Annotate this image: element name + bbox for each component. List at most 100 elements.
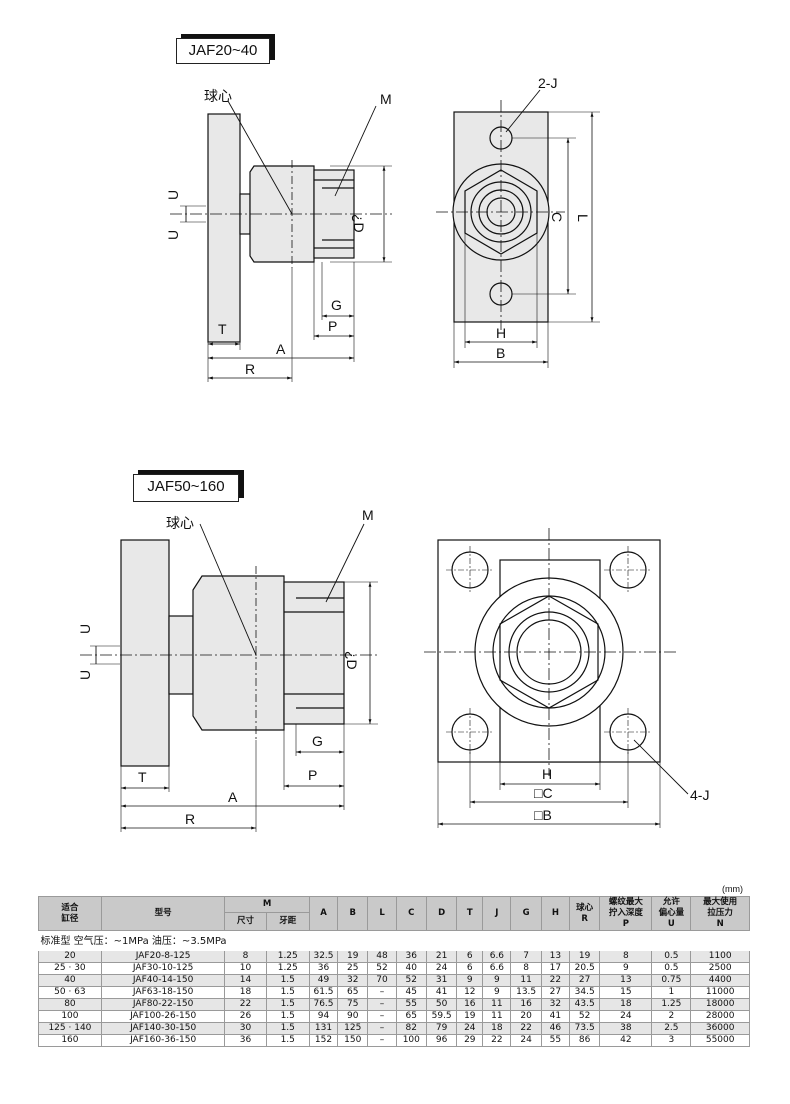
table-cell: 96 — [425, 1034, 458, 1047]
table-cell: 1.5 — [265, 986, 310, 999]
label-U-bottom: U — [165, 230, 181, 240]
table-cell: 55000 — [690, 1034, 750, 1047]
table-cell: 10 — [224, 962, 267, 975]
table-cell: 1.5 — [265, 1010, 310, 1023]
table-cell: 19 — [456, 1010, 484, 1023]
table-cell: 150 — [337, 1034, 369, 1047]
table-cell: 52 — [367, 962, 397, 975]
table-cell: 94 — [308, 1010, 339, 1023]
table-cell: JAF63-18-150 — [100, 986, 226, 999]
table-cell: JAF160-36-150 — [100, 1034, 226, 1047]
table-cell: 27 — [568, 974, 601, 987]
table-cell: 70 — [367, 974, 397, 987]
label-2J: 2-J — [538, 75, 557, 91]
drawing2-front-view — [424, 528, 689, 828]
table-cell: 41 — [425, 986, 458, 999]
label-U-top: U — [165, 190, 181, 200]
table-cell: 36000 — [690, 1022, 750, 1035]
label-H-2: H — [542, 766, 552, 782]
table-cell: 80 — [38, 998, 102, 1011]
table-cell: 52 — [568, 1010, 601, 1023]
label-U-top-2: U — [77, 624, 93, 634]
table-cell: 100 — [395, 1034, 427, 1047]
table-cell: 13.5 — [510, 986, 542, 999]
label-D-2: ¿D — [344, 651, 360, 670]
table-cell: 34.5 — [568, 986, 601, 999]
section-standard: 标准型 空气压：~1MPa 油压：~3.5MPa — [38, 930, 750, 951]
table-cell: 24 — [510, 1034, 542, 1047]
table-cell: 38 — [599, 1022, 653, 1035]
drawing1-title-text: JAF20~40 — [188, 42, 258, 59]
table-cell: JAF140-30-150 — [100, 1022, 226, 1035]
table-cell: 65 — [337, 986, 369, 999]
header-H: H — [540, 896, 570, 931]
header-J: J — [482, 896, 512, 931]
table-cell: 11 — [482, 1010, 512, 1023]
label-B: B — [496, 345, 505, 361]
table-cell: 17 — [540, 962, 570, 975]
table-cell: 18 — [482, 1022, 512, 1035]
table-cell: 82 — [395, 1022, 427, 1035]
table-cell: 32 — [540, 998, 570, 1011]
table-cell: 0.5 — [651, 951, 692, 963]
header-A: A — [308, 896, 339, 931]
table-cell: 31 — [425, 974, 458, 987]
table-cell: 9 — [599, 962, 653, 975]
table-cell: 55 — [540, 1034, 570, 1047]
table-cell: 36 — [395, 951, 427, 963]
table-cell: 40 — [395, 962, 427, 975]
table-cell: 36 — [224, 1034, 267, 1047]
table-cell: 32.5 — [308, 951, 339, 963]
table-cell: 8 — [224, 951, 267, 963]
table-cell: 4400 — [690, 974, 750, 987]
header-bore: 适合 缸径 — [38, 896, 102, 931]
table-cell: 11 — [510, 974, 542, 987]
table-cell: 43.5 — [568, 998, 601, 1011]
table-cell: 45 — [395, 986, 427, 999]
drawing2-labels: 球心 M U U ¿D G T P A R H □C □B 4-J — [77, 507, 709, 827]
table-cell: 125 — [337, 1022, 369, 1035]
label-P: P — [328, 318, 337, 334]
table-cell: 3 — [651, 1034, 692, 1047]
label-G: G — [331, 297, 342, 313]
drawing1-labels: 球心 M 2-J U U ¿D C L G T P A R H B — [165, 75, 591, 377]
label-M: M — [380, 91, 392, 107]
table-cell: 50 — [425, 998, 458, 1011]
table-cell: 24 — [599, 1010, 653, 1023]
drawing1-front-view — [436, 89, 600, 368]
table-cell: 21 — [425, 951, 458, 963]
table-cell: 12 — [456, 986, 484, 999]
table-cell: 1100 — [690, 951, 750, 963]
label-U-bottom-2: U — [77, 670, 93, 680]
drawing2-title: JAF50~160 — [133, 474, 239, 502]
header-L: L — [367, 896, 397, 931]
label-C-2: □C — [534, 785, 553, 801]
label-L: L — [575, 214, 591, 222]
table-cell: – — [367, 1010, 397, 1023]
drawing2-title-text: JAF50~160 — [147, 478, 225, 495]
table-cell: 61.5 — [308, 986, 339, 999]
table-cell: 2.5 — [651, 1022, 692, 1035]
table-cell: 1 — [651, 986, 692, 999]
table-cell: 50 · 63 — [38, 986, 102, 999]
table-cell: 19 — [568, 951, 601, 963]
table-cell: 55 — [395, 998, 427, 1011]
table-cell: 1.5 — [265, 974, 310, 987]
table-unit: (mm) — [722, 884, 743, 894]
table-cell: – — [367, 986, 397, 999]
table-cell: 42 — [599, 1034, 653, 1047]
table-cell: 16 — [510, 998, 542, 1011]
table-cell: JAF40-14-150 — [100, 974, 226, 987]
table-cell: 73.5 — [568, 1022, 601, 1035]
table-cell: 8 — [599, 951, 653, 963]
table-cell: 25 · 30 — [38, 962, 102, 975]
table-cell: 59.5 — [425, 1010, 458, 1023]
table-cell: 2500 — [690, 962, 750, 975]
header-M-pitch: 牙距 — [265, 912, 310, 931]
table-cell: 22 — [540, 974, 570, 987]
